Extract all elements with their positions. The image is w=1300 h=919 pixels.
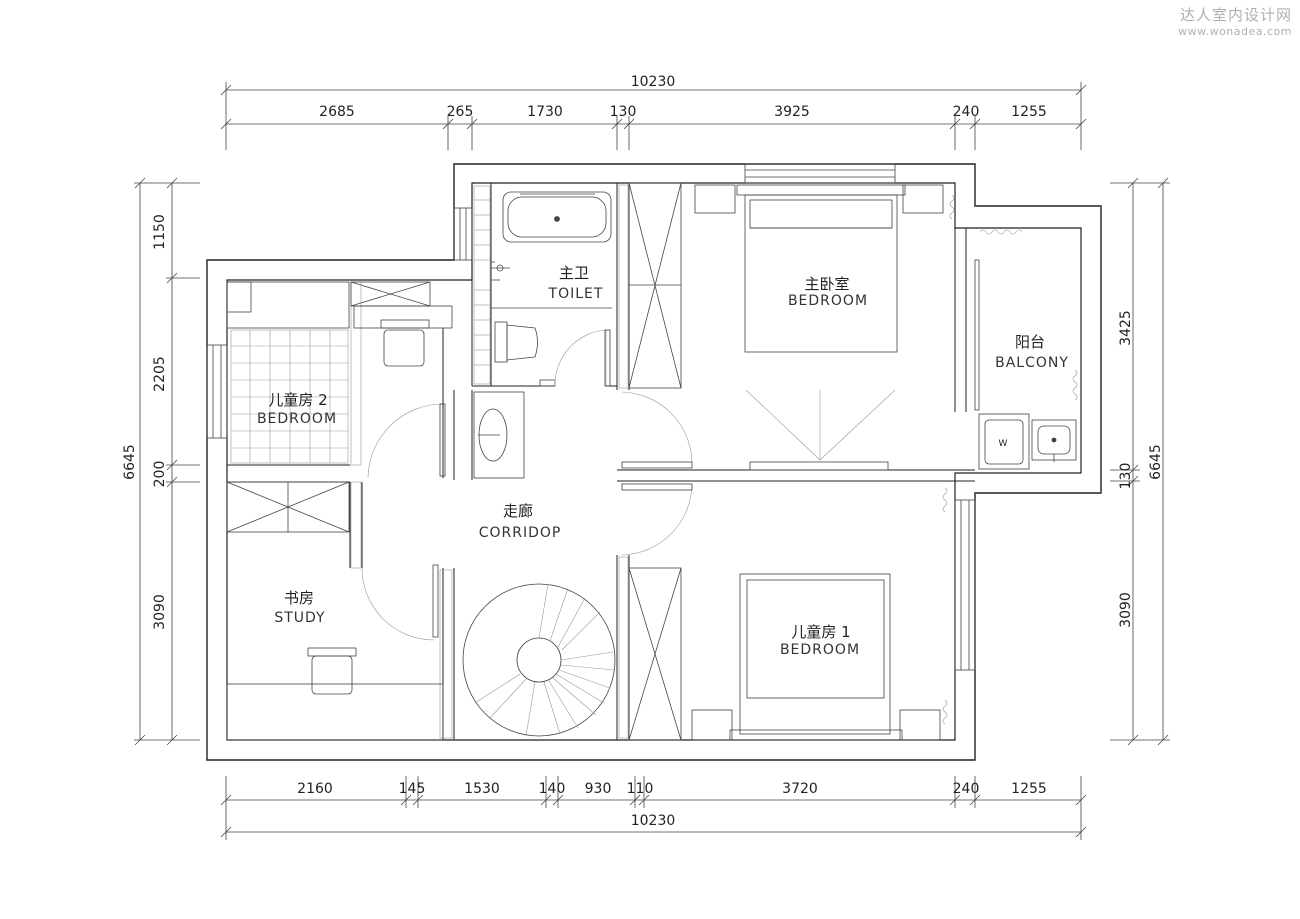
dim-bottom-5: 930 [585,781,612,797]
dim-bottom-7: 3720 [782,781,818,797]
watermark: 达人室内设计网 www.wonadea.com [1178,4,1292,38]
watermark-title: 达人室内设计网 [1179,6,1292,24]
kids2-door [367,403,446,479]
corridor-label-en: CORRIDOP [479,525,562,541]
dim-bottom-9: 1255 [1011,781,1047,797]
bathtub [502,191,612,243]
dim-left-3: 200 [152,461,168,488]
dim-right-3: 3090 [1118,592,1134,628]
kids1-bed [691,573,941,741]
study-desk [226,647,444,741]
kids2-wardrobe [226,281,453,329]
dim-top-6: 240 [953,104,980,120]
master-wardrobe [628,182,682,389]
dim-bottom-1: 2160 [297,781,333,797]
dim-top-5: 3925 [774,104,810,120]
dim-top-1: 2685 [319,104,355,120]
watermark-url: www.wonadea.com [1178,25,1292,38]
corridor-label-cn: 走廊 [503,502,533,520]
kids2-chair [380,319,430,367]
shower [491,261,612,309]
dim-bottom-6: 110 [627,781,654,797]
dim-bottom-3: 1530 [464,781,500,797]
spiral-staircase [462,583,616,737]
study-label-cn: 书房 [284,589,314,607]
dim-bottom-4: 140 [539,781,566,797]
dim-top-2: 265 [447,104,474,120]
dim-bottom-total: 10230 [631,813,676,829]
study-door [361,564,439,641]
dim-top-7: 1255 [1011,104,1047,120]
corridor-doors [621,391,693,556]
study-bookshelf [226,481,350,533]
dim-left-total: 6645 [122,444,138,480]
balcony-fixtures [942,194,1078,725]
master-bed [694,184,944,353]
tile-strips [350,184,629,739]
toilet-label-en: TOILET [548,286,604,302]
kids2-parquet-bed [230,329,349,464]
windows [206,163,980,671]
kids-room-1-label-cn: 儿童房 1 [791,623,850,641]
kids-room-2-label-cn: 儿童房 2 [268,391,327,409]
master-bedroom-label-en: BEDROOM [788,293,868,309]
dim-left-1: 1150 [152,214,168,250]
dim-bottom-2: 145 [399,781,426,797]
room-labels: 主卫 TOILET 主卧室 BEDROOM 阳台 BALCONY 儿童房 2 B… [257,264,1069,658]
kids-room-2-label-en: BEDROOM [257,411,337,427]
balcony-label-en: BALCONY [995,355,1069,371]
dimension-lines [134,82,1170,840]
master-tv-bench [745,389,896,471]
dim-left-4: 3090 [152,594,168,630]
dim-right-total: 6645 [1148,444,1164,480]
wash-basin [473,391,525,479]
washer-label: W [999,439,1008,449]
kids-room-1-label-en: BEDROOM [780,642,860,658]
study-label-en: STUDY [274,610,325,626]
dimension-texts: 10230 2685 265 1730 130 3925 240 1255 21… [122,74,1164,829]
dim-right-1: 3425 [1118,310,1134,346]
dim-right-2: 130 [1118,463,1134,490]
dim-top-total: 10230 [631,74,676,90]
dim-top-4: 130 [610,104,637,120]
toilet-label-cn: 主卫 [559,264,589,282]
balcony-label-cn: 阳台 [1015,333,1045,351]
toilet-door [554,329,611,387]
interior-walls [227,183,975,740]
toilet-bowl [494,321,556,387]
kids1-wardrobe [628,567,682,741]
master-bedroom-label-cn: 主卧室 [804,275,849,293]
dim-bottom-8: 240 [953,781,980,797]
dim-top-3: 1730 [527,104,563,120]
dim-left-2: 2205 [152,356,168,392]
